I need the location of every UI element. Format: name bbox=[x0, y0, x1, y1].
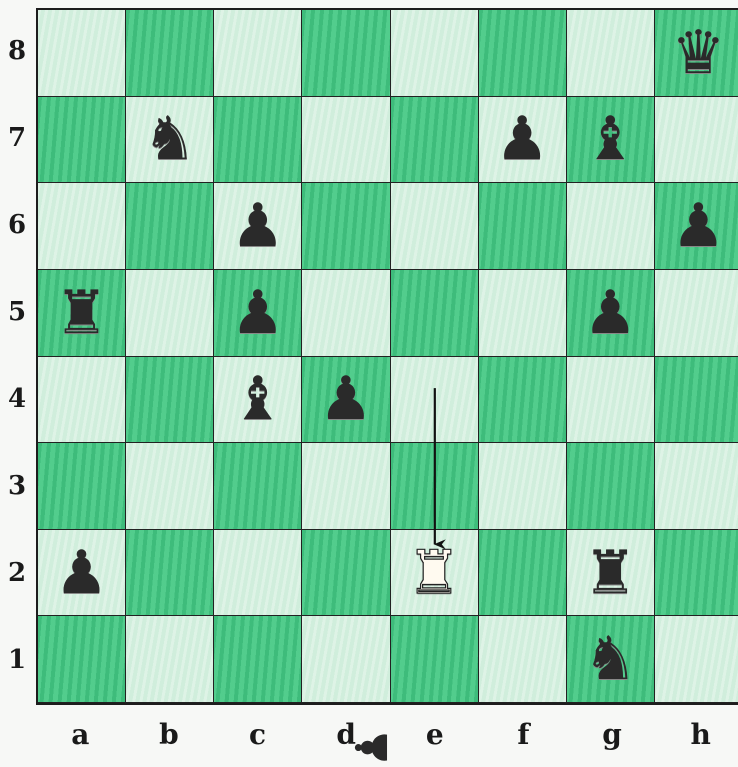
black-pawn-icon[interactable]: ♟ bbox=[231, 196, 285, 256]
black-knight-icon[interactable]: ♞ bbox=[143, 109, 197, 169]
square-d6[interactable] bbox=[302, 183, 390, 270]
square-e1[interactable] bbox=[391, 616, 479, 703]
square-e2[interactable]: ♜ bbox=[391, 530, 479, 617]
rank-label: 1 bbox=[6, 645, 28, 675]
square-g2[interactable]: ♜ bbox=[567, 530, 655, 617]
rank-label: 2 bbox=[6, 558, 28, 588]
square-b6[interactable] bbox=[126, 183, 214, 270]
chessboard: ♛ ♞ ♟ ♝ ♟ ♟ ♜ ♟ ♟ ♝ ♟ ♟ ♜ ♜ ♞ bbox=[36, 8, 738, 705]
square-a6[interactable] bbox=[38, 183, 126, 270]
black-pawn-icon[interactable]: ♟ bbox=[495, 109, 549, 169]
square-a3[interactable] bbox=[38, 443, 126, 530]
square-g5[interactable]: ♟ bbox=[567, 270, 655, 357]
black-pawn-icon[interactable]: ♟ bbox=[319, 369, 373, 429]
square-h3[interactable] bbox=[655, 443, 738, 530]
rank-label: 3 bbox=[6, 471, 28, 501]
square-c6[interactable]: ♟ bbox=[214, 183, 302, 270]
square-e7[interactable] bbox=[391, 97, 479, 184]
file-label: g bbox=[597, 718, 627, 751]
square-d1[interactable] bbox=[302, 616, 390, 703]
square-f5[interactable] bbox=[479, 270, 567, 357]
file-label: f bbox=[508, 718, 538, 751]
square-f4[interactable] bbox=[479, 357, 567, 444]
black-bishop-icon[interactable]: ♝ bbox=[231, 369, 285, 429]
square-b5[interactable] bbox=[126, 270, 214, 357]
square-f1[interactable] bbox=[479, 616, 567, 703]
file-label: h bbox=[686, 718, 716, 751]
square-h1[interactable] bbox=[655, 616, 738, 703]
square-c5[interactable]: ♟ bbox=[214, 270, 302, 357]
square-d2[interactable] bbox=[302, 530, 390, 617]
black-pawn-icon[interactable]: ♟ bbox=[55, 543, 109, 603]
square-a8[interactable] bbox=[38, 10, 126, 97]
square-a7[interactable] bbox=[38, 97, 126, 184]
square-f2[interactable] bbox=[479, 530, 567, 617]
square-g8[interactable] bbox=[567, 10, 655, 97]
square-f3[interactable] bbox=[479, 443, 567, 530]
file-label: a bbox=[65, 718, 95, 751]
square-d5[interactable] bbox=[302, 270, 390, 357]
black-knight-icon[interactable]: ♞ bbox=[583, 629, 637, 689]
file-label: e bbox=[420, 718, 450, 751]
square-g3[interactable] bbox=[567, 443, 655, 530]
black-queen-icon[interactable]: ♛ bbox=[672, 23, 726, 83]
square-b2[interactable] bbox=[126, 530, 214, 617]
square-a2[interactable]: ♟ bbox=[38, 530, 126, 617]
square-d8[interactable] bbox=[302, 10, 390, 97]
square-c4[interactable]: ♝ bbox=[214, 357, 302, 444]
square-g6[interactable] bbox=[567, 183, 655, 270]
rank-label: 7 bbox=[6, 123, 28, 153]
square-a1[interactable] bbox=[38, 616, 126, 703]
rank-label: 6 bbox=[6, 210, 28, 240]
rank-label: 4 bbox=[6, 384, 28, 414]
square-e8[interactable] bbox=[391, 10, 479, 97]
square-f7[interactable]: ♟ bbox=[479, 97, 567, 184]
square-d7[interactable] bbox=[302, 97, 390, 184]
rank-label: 8 bbox=[6, 36, 28, 66]
square-b7[interactable]: ♞ bbox=[126, 97, 214, 184]
square-a4[interactable] bbox=[38, 357, 126, 444]
square-h5[interactable] bbox=[655, 270, 738, 357]
square-h8[interactable]: ♛ bbox=[655, 10, 738, 97]
square-h4[interactable] bbox=[655, 357, 738, 444]
square-h2[interactable] bbox=[655, 530, 738, 617]
square-b3[interactable] bbox=[126, 443, 214, 530]
square-c2[interactable] bbox=[214, 530, 302, 617]
square-h7[interactable] bbox=[655, 97, 738, 184]
black-rook-icon[interactable]: ♜ bbox=[583, 543, 637, 603]
black-pawn-icon[interactable]: ♟ bbox=[583, 283, 637, 343]
square-d4[interactable]: ♟ bbox=[302, 357, 390, 444]
square-f8[interactable] bbox=[479, 10, 567, 97]
square-c7[interactable] bbox=[214, 97, 302, 184]
square-h6[interactable]: ♟ bbox=[655, 183, 738, 270]
square-g1[interactable]: ♞ bbox=[567, 616, 655, 703]
square-c3[interactable] bbox=[214, 443, 302, 530]
square-c1[interactable] bbox=[214, 616, 302, 703]
square-d3[interactable] bbox=[302, 443, 390, 530]
black-pawn-icon[interactable]: ♟ bbox=[231, 283, 285, 343]
square-a5[interactable]: ♜ bbox=[38, 270, 126, 357]
square-e5[interactable] bbox=[391, 270, 479, 357]
black-bishop-icon[interactable]: ♝ bbox=[583, 109, 637, 169]
pawn-icon: ♟ bbox=[347, 728, 398, 767]
square-b1[interactable] bbox=[126, 616, 214, 703]
square-e6[interactable] bbox=[391, 183, 479, 270]
square-f6[interactable] bbox=[479, 183, 567, 270]
file-label: c bbox=[243, 718, 273, 751]
square-b8[interactable] bbox=[126, 10, 214, 97]
square-c8[interactable] bbox=[214, 10, 302, 97]
rank-label: 5 bbox=[6, 297, 28, 327]
square-b4[interactable] bbox=[126, 357, 214, 444]
square-e4[interactable] bbox=[391, 357, 479, 444]
square-e3[interactable] bbox=[391, 443, 479, 530]
black-rook-icon[interactable]: ♜ bbox=[55, 283, 109, 343]
square-g7[interactable]: ♝ bbox=[567, 97, 655, 184]
black-pawn-icon[interactable]: ♟ bbox=[672, 196, 726, 256]
file-label: b bbox=[154, 718, 184, 751]
white-rook-icon[interactable]: ♜ bbox=[407, 543, 461, 603]
square-g4[interactable] bbox=[567, 357, 655, 444]
